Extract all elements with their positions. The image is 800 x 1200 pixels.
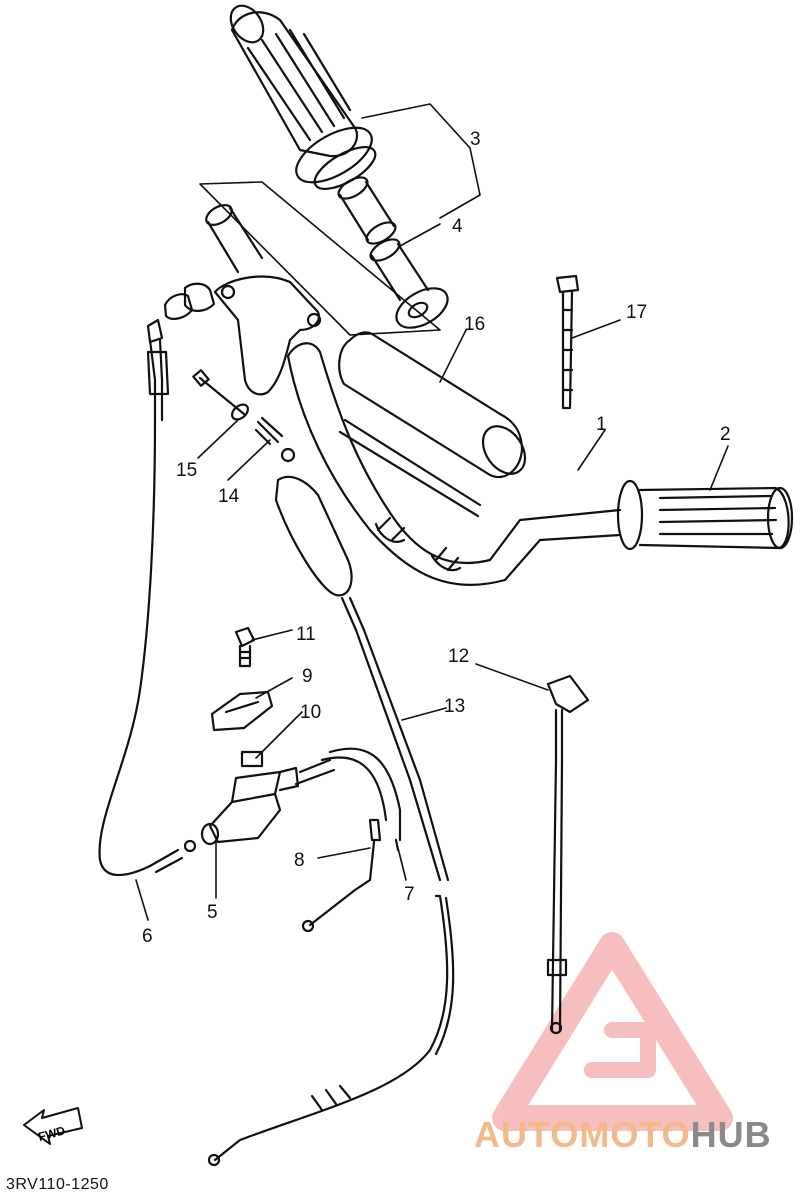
label-8: 8 <box>294 850 305 871</box>
part-code: 3RV110-1250 <box>6 1176 109 1193</box>
fwd-label: FWD <box>37 1123 67 1144</box>
fwd-arrow-icon <box>23 1107 83 1145</box>
clip <box>240 750 264 768</box>
label-4: 4 <box>452 216 463 237</box>
label-12: 12 <box>448 646 469 667</box>
clutch-cable <box>98 338 197 877</box>
bar-end-left <box>205 204 264 274</box>
handlebar <box>286 342 622 587</box>
label-9: 9 <box>302 666 313 687</box>
watermark-part2: HUB <box>690 1114 772 1155</box>
label-1: 1 <box>596 414 607 435</box>
cable-lead <box>294 747 402 933</box>
grip-spare <box>338 331 527 478</box>
throttle-grip <box>229 4 377 190</box>
leader-lines <box>135 103 729 921</box>
label-10: 10 <box>300 702 321 723</box>
label-14: 14 <box>218 486 240 507</box>
throttle-cable <box>207 475 455 1167</box>
label-5: 5 <box>207 902 218 923</box>
assembly-box <box>199 181 441 336</box>
label-7: 7 <box>404 884 415 905</box>
watermark-part1: AUTOMOTO <box>474 1114 691 1155</box>
label-3b: 3 <box>470 129 481 150</box>
label-2: 2 <box>720 424 731 445</box>
label-15: 15 <box>176 460 197 481</box>
bracket-plate <box>210 690 274 732</box>
speedometer-cable <box>546 674 590 1035</box>
label-16: 16 <box>464 314 485 335</box>
callout-labels: 1 2 3 4 5 6 7 8 9 10 11 12 13 14 15 16 1… <box>37 129 731 1144</box>
label-6: 6 <box>142 926 153 947</box>
throttle-sleeve <box>337 176 449 329</box>
cable-tie <box>555 274 580 410</box>
label-17: 17 <box>626 302 647 323</box>
watermark-text: AUTOMOTOHUB <box>474 1114 772 1156</box>
bolt <box>234 626 256 668</box>
label-11: 11 <box>296 624 316 645</box>
starter-switch <box>200 766 300 846</box>
grip-right <box>616 479 794 551</box>
watermark-logo <box>492 932 733 1131</box>
throttle-housing <box>146 275 322 396</box>
label-13: 13 <box>444 696 465 717</box>
